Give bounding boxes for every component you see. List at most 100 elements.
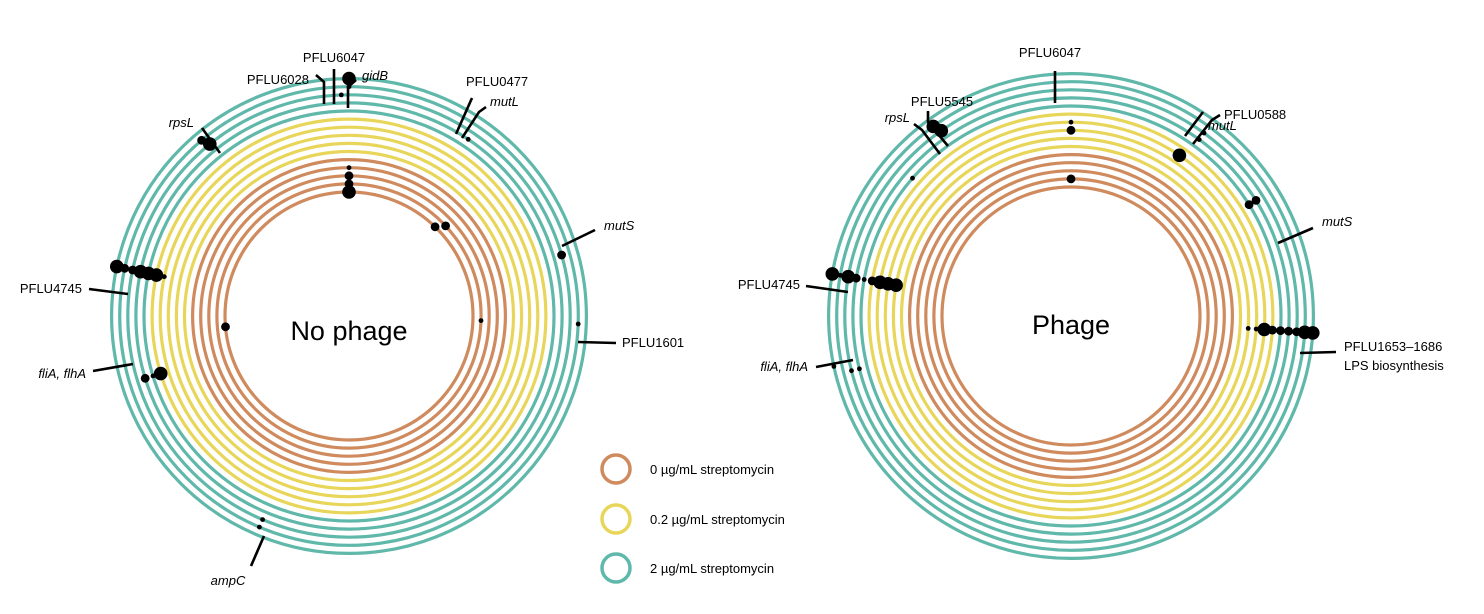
replicate-ring	[851, 96, 1291, 536]
mutation-dot	[221, 322, 230, 332]
gene-label-pflu6028: PFLU6028	[247, 72, 309, 87]
replicate-ring	[182, 149, 516, 483]
leader-line	[1277, 226, 1314, 245]
leader-line	[315, 74, 326, 104]
legend-swatch-2ugml	[600, 552, 632, 584]
mutation-dot	[441, 221, 450, 231]
mutation-dot	[430, 222, 440, 232]
replicate-ring	[924, 169, 1218, 463]
replicate-ring	[835, 80, 1307, 552]
leader-line	[454, 97, 474, 135]
mutation-dot	[161, 274, 167, 280]
mutation-dot	[841, 269, 855, 284]
mutation-dot	[1068, 119, 1074, 125]
gene-label-mutS: mutS	[604, 218, 635, 233]
leader-line	[92, 362, 134, 373]
panel-title: Phage	[1032, 310, 1110, 340]
gene-label-pflu0477: PFLU0477	[466, 74, 528, 89]
leader-line	[561, 228, 596, 248]
gene-label-pflu6047: PFLU6047	[1019, 45, 1081, 60]
gene-label-pflu1653: PFLU1653–1686	[1344, 339, 1442, 354]
ring-set	[110, 77, 588, 555]
legend: 0 µg/mL streptomycin 0.2 µg/mL streptomy…	[600, 453, 785, 584]
mutation-dot	[140, 373, 150, 383]
mutation-dot	[1257, 322, 1272, 337]
leader-line	[926, 111, 949, 147]
mutation-dot	[260, 517, 265, 522]
mutation-dot	[342, 185, 356, 199]
legend-swatch-02ugml	[600, 503, 632, 535]
mutation-dot	[153, 366, 168, 381]
mutation-dot	[346, 165, 352, 171]
gene-label-pflu6047: PFLU6047	[303, 50, 365, 65]
replicate-ring	[191, 158, 507, 474]
gene-label-ampC: ampC	[211, 573, 246, 588]
leader-line	[88, 287, 129, 296]
mutation-dot	[825, 267, 840, 281]
mutation-dots	[825, 119, 1320, 374]
mutation-dot	[1066, 174, 1076, 184]
leader-line	[1183, 111, 1205, 137]
replicate-ring	[166, 133, 532, 499]
gene-label-pflu1653: LPS biosynthesis	[1344, 358, 1444, 373]
replicate-ring	[891, 136, 1251, 496]
mutation-dot	[851, 273, 861, 283]
mutation-dot	[1253, 326, 1259, 332]
gene-label-mutS: mutS	[1322, 214, 1353, 229]
mutation-dot	[1292, 327, 1301, 337]
mutation-dot	[1297, 325, 1312, 340]
panel-title: No phage	[290, 316, 407, 346]
mutation-dot	[575, 321, 581, 327]
mutation-dot	[1245, 326, 1251, 331]
gene-label-pflu4745: PFLU4745	[738, 277, 800, 292]
leader-line	[1299, 350, 1337, 355]
replicate-ring	[826, 72, 1315, 560]
mutation-dot	[889, 278, 903, 293]
mutation-dot	[257, 524, 262, 530]
replicate-ring	[142, 109, 556, 523]
gene-label-pflu4745: PFLU4745	[20, 281, 82, 296]
gene-label-pflu0588: PFLU0588	[1224, 107, 1286, 122]
gene-label-fliA: fliA, flhA	[760, 359, 808, 374]
replicate-ring	[158, 125, 540, 507]
gene-label-mutL: mutL	[490, 94, 519, 109]
leader-line	[460, 105, 487, 139]
legend-label-02ugml: 0.2 µg/mL streptomycin	[650, 512, 785, 527]
legend-label-0ugml: 0 µg/mL streptomycin	[650, 462, 774, 477]
gene-label-mutL: mutL	[1208, 118, 1237, 133]
mutation-dot	[1066, 125, 1076, 135]
gene-label-pflu1601: PFLU1601	[622, 335, 684, 350]
leader-line	[200, 127, 222, 154]
mutation-dot	[857, 366, 862, 372]
mutation-dot	[344, 171, 354, 181]
mutation-dot	[831, 364, 837, 369]
ring-set	[826, 72, 1315, 560]
mutation-dot	[910, 175, 915, 181]
gene-label-rpsL: rpsL	[885, 110, 910, 125]
replicate-ring	[940, 185, 1202, 447]
mutation-dot	[149, 268, 164, 282]
replicate-ring	[150, 117, 548, 515]
gene-label-pflu5545: PFLU5545	[911, 94, 973, 109]
replicate-ring	[843, 88, 1299, 544]
legend-label-2ugml: 2 µg/mL streptomycin	[650, 561, 774, 576]
mutation-dot	[1244, 200, 1254, 210]
replicate-ring	[867, 112, 1275, 520]
leader-line	[249, 535, 266, 567]
leader-line	[913, 122, 942, 155]
legend-swatch-0ugml	[600, 453, 632, 485]
gene-label-rpsL: rpsL	[169, 115, 194, 130]
replicate-ring	[907, 153, 1234, 479]
mutation-dot	[1284, 326, 1293, 336]
mutation-dot	[120, 263, 130, 273]
replicate-ring	[899, 144, 1243, 488]
gene-label-fliA: fliA, flhA	[38, 366, 86, 381]
mutation-dot	[849, 368, 854, 374]
replicate-ring	[916, 161, 1226, 471]
mutation-dot	[465, 136, 471, 142]
mutation-dot	[557, 250, 566, 260]
